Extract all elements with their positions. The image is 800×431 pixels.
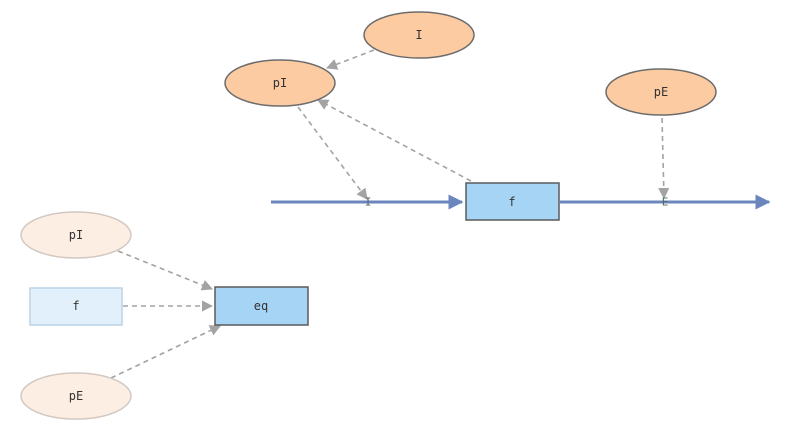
edge-i-to-pi <box>325 49 375 70</box>
eq-input-f[interactable]: f <box>29 287 123 326</box>
node-pi-label: pI <box>273 76 287 90</box>
eq-input-f-label: f <box>72 299 79 313</box>
edge-pi-to-port-i <box>297 106 368 200</box>
edge-f-to-pi <box>317 99 472 182</box>
eq-box[interactable]: eq <box>214 286 309 326</box>
node-i-label: I <box>415 28 422 42</box>
node-pi[interactable]: pI <box>224 59 336 107</box>
function-f-label: f <box>508 195 515 209</box>
function-f-box[interactable]: f <box>465 182 560 221</box>
port-i-label: I <box>365 196 372 209</box>
port-e-label: E <box>662 196 669 209</box>
eq-input-pi[interactable]: pI <box>20 211 132 259</box>
edge-pe-to-port-e <box>658 117 670 200</box>
node-pe-label: pE <box>654 85 668 99</box>
edge-pe-to-eq <box>110 325 222 379</box>
edge-pi-to-eq <box>117 250 214 291</box>
eq-input-pi-label: pI <box>69 228 83 242</box>
eq-input-pe[interactable]: pE <box>20 372 132 420</box>
node-pe[interactable]: pE <box>605 68 717 116</box>
eq-box-label: eq <box>254 299 268 313</box>
eq-input-pe-label: pE <box>69 389 83 403</box>
node-i[interactable]: I <box>363 11 475 59</box>
